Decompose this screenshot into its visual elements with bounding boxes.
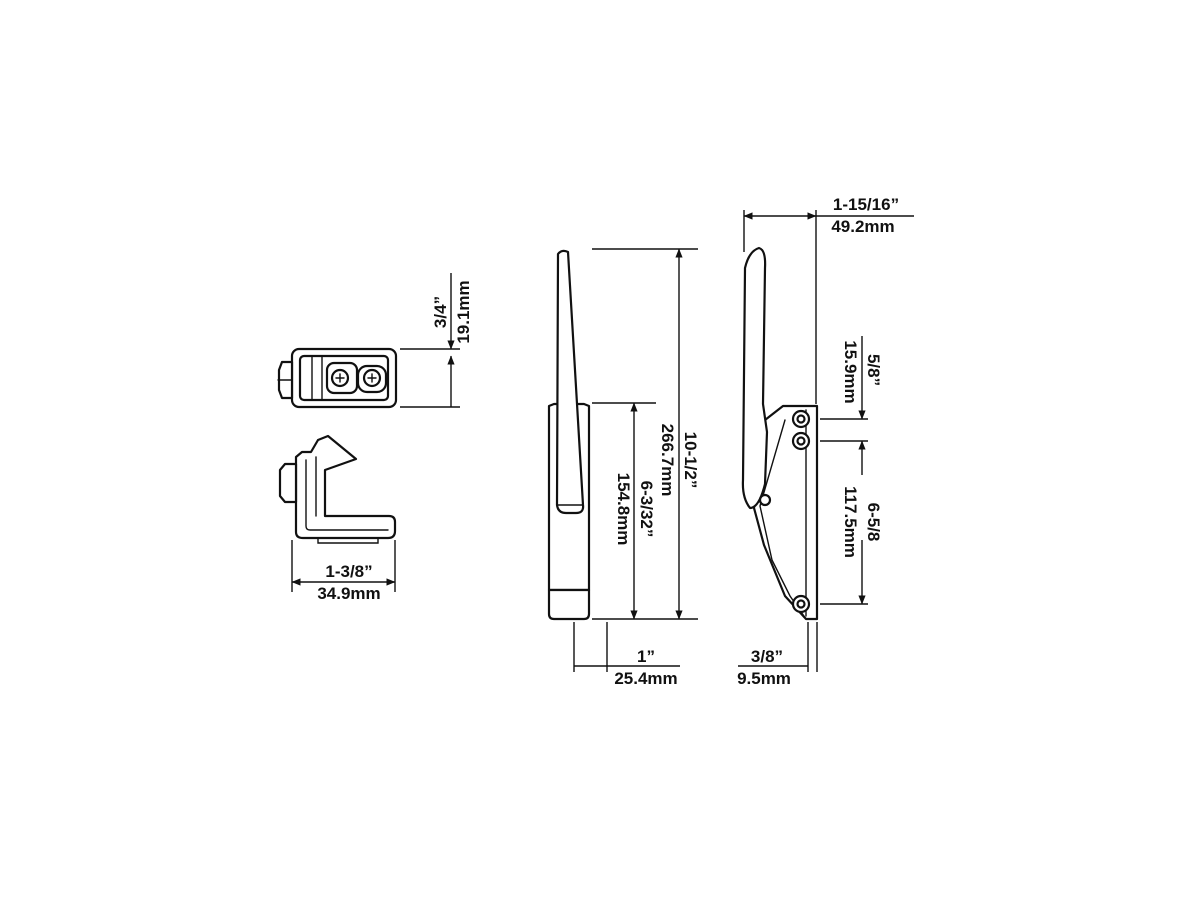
side-thickness-dimension: 3/8” 9.5mm xyxy=(737,622,818,688)
strike-height-mm-label: 19.1mm xyxy=(454,280,473,343)
handle-height-in-label: 10-1/2” xyxy=(681,432,700,489)
handle-side-view xyxy=(741,246,819,621)
side-hole-top-mm-label: 15.9mm xyxy=(841,340,860,403)
mounting-hole-icon xyxy=(791,594,811,614)
side-depth-mm-label: 49.2mm xyxy=(831,217,894,236)
mounting-hole-icon xyxy=(791,409,811,429)
side-thickness-mm-label: 9.5mm xyxy=(737,669,791,688)
handle-height-mm-label: 266.7mm xyxy=(658,424,677,497)
strike-width-dimension: 1-3/8” 34.9mm xyxy=(291,540,396,603)
handle-lower-in-label: 6-3/32” xyxy=(637,481,656,538)
strike-height-in-label: 3/4” xyxy=(431,296,450,328)
strike-width-mm-label: 34.9mm xyxy=(317,584,380,603)
side-hole-span-mm-label: 117.5mm xyxy=(841,486,860,558)
screw-icon xyxy=(362,368,382,388)
handle-width-dimension: 1” 25.4mm xyxy=(573,622,680,688)
side-hole-dimensions: 5/8” 15.9mm 6-5/8 117.5mm xyxy=(820,336,883,605)
handle-width-in-label: 1” xyxy=(637,647,655,666)
mounting-hole-icon xyxy=(791,431,811,451)
side-depth-in-label: 1-15/16” xyxy=(833,195,899,214)
side-hole-span-in-label: 6-5/8 xyxy=(864,503,883,542)
side-hole-top-in-label: 5/8” xyxy=(864,354,883,386)
handle-lower-mm-label: 154.8mm xyxy=(614,473,633,546)
handle-width-mm-label: 25.4mm xyxy=(614,669,677,688)
side-thickness-in-label: 3/8” xyxy=(751,647,783,666)
strike-width-in-label: 1-3/8” xyxy=(325,562,372,581)
handle-front-view xyxy=(547,249,591,621)
strike-side-view xyxy=(278,434,397,544)
handle-height-dimensions: 10-1/2” 266.7mm 6-3/32” 154.8mm xyxy=(592,248,700,620)
screw-icon xyxy=(330,368,350,388)
strike-height-dimension: 3/4” 19.1mm xyxy=(400,273,473,408)
side-depth-dimension: 1-15/16” 49.2mm xyxy=(743,195,914,404)
strike-top-view xyxy=(277,347,398,409)
